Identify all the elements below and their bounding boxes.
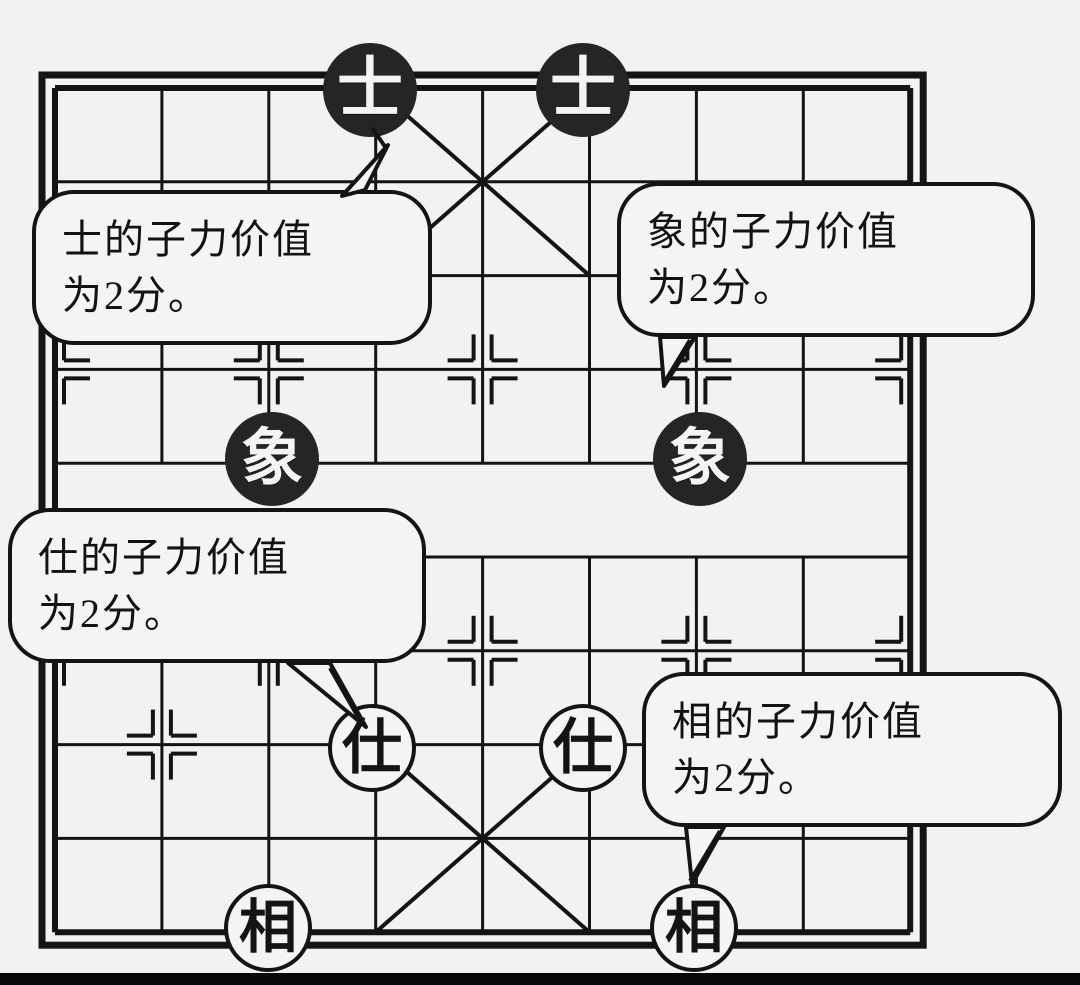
advisor-red-left[interactable]: 仕 bbox=[328, 704, 416, 792]
elephant-red-right[interactable]: 相 bbox=[650, 884, 738, 972]
advisor-black-right[interactable]: 士 bbox=[536, 43, 630, 137]
advisor-red-right-glyph: 仕 bbox=[553, 715, 613, 781]
elephant-black-right[interactable]: 象 bbox=[653, 412, 747, 506]
callout-elephant-red-line-1: 相的子力价值 bbox=[672, 699, 924, 745]
callout-elephant-black: 象的子力价值为2分。 bbox=[617, 182, 1035, 337]
elephant-red-right-glyph: 相 bbox=[664, 895, 723, 960]
callout-elephant-black-line-2: 为2分。 bbox=[647, 264, 795, 310]
elephant-black-left[interactable]: 象 bbox=[225, 412, 319, 506]
callout-elephant-red: 相的子力价值为2分。 bbox=[642, 672, 1062, 827]
advisor-red-right[interactable]: 仕 bbox=[539, 704, 627, 792]
callout-advisor-black-line-1: 士的子力价值 bbox=[62, 217, 314, 263]
elephant-black-left-glyph: 象 bbox=[240, 425, 303, 493]
bottom-black-bar bbox=[0, 973, 1080, 985]
advisor-black-left[interactable]: 士 bbox=[323, 43, 417, 137]
elephant-black-right-glyph: 象 bbox=[668, 425, 731, 493]
callout-advisor-black-line-2: 为2分。 bbox=[62, 272, 210, 318]
callout-advisor-black: 士的子力价值为2分。 bbox=[32, 190, 432, 345]
callout-advisor-red: 仕的子力价值为2分。 bbox=[8, 508, 426, 663]
advisor-black-left-glyph: 士 bbox=[337, 53, 403, 126]
callout-elephant-red-line-2: 为2分。 bbox=[672, 754, 820, 800]
callout-elephant-black-line-1: 象的子力价值 bbox=[647, 209, 899, 255]
callout-advisor-red-line-1: 仕的子力价值 bbox=[38, 535, 290, 581]
advisor-black-right-glyph: 士 bbox=[550, 53, 616, 126]
callout-advisor-red-line-2: 为2分。 bbox=[38, 590, 186, 636]
elephant-red-left-glyph: 相 bbox=[238, 895, 297, 960]
elephant-red-left[interactable]: 相 bbox=[224, 884, 312, 972]
advisor-red-left-glyph: 仕 bbox=[342, 715, 402, 781]
